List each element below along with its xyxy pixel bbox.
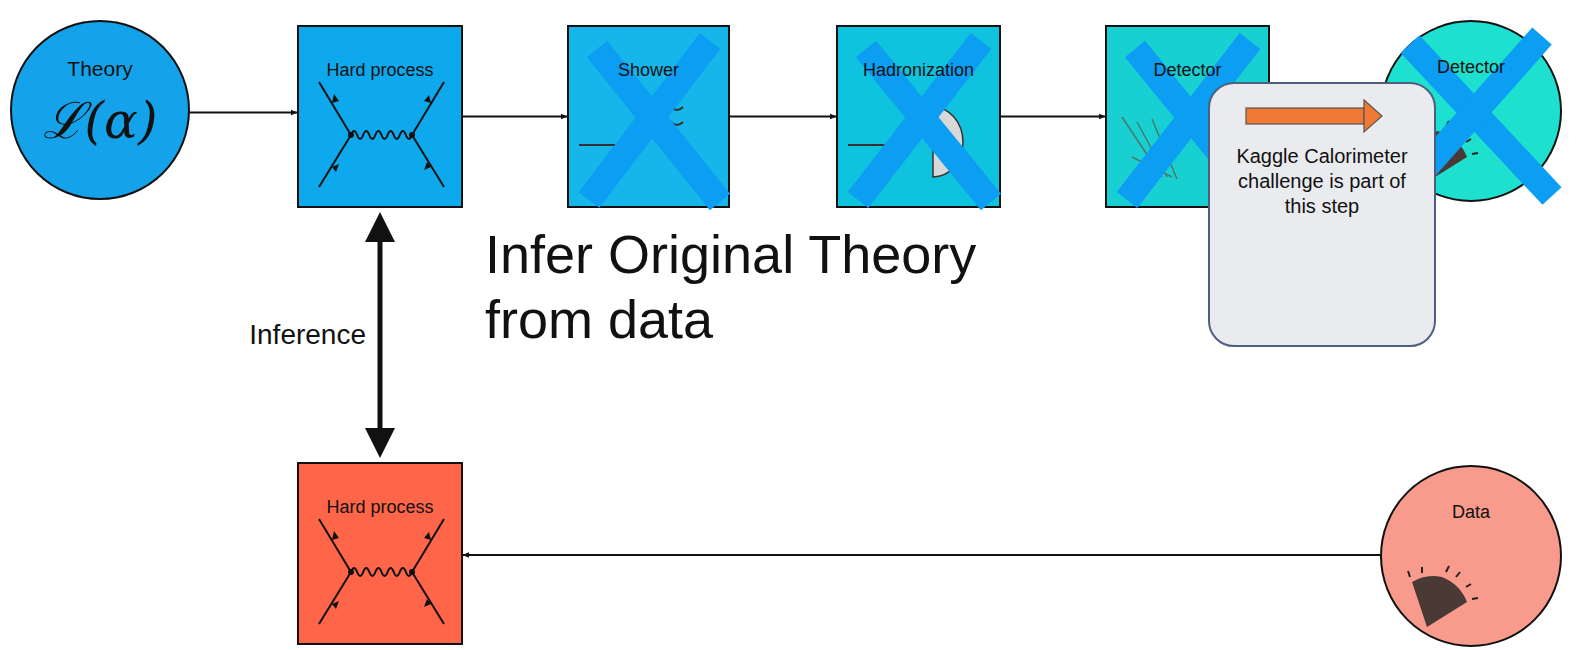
stage-illustration (1382, 467, 1560, 645)
process-box: Hadronization (836, 25, 1001, 208)
node-title: Detector (1392, 56, 1550, 79)
heading-note: Infer Original Theory from data (485, 222, 1085, 352)
process-box: Hard process (297, 462, 463, 645)
flow-arrow (190, 112, 297, 114)
node-title: Hard process (309, 59, 451, 82)
flow-arrow (378, 218, 383, 452)
flow-arrow (1001, 116, 1105, 118)
flow-arrow (463, 116, 567, 118)
flow-arrow (463, 554, 1380, 556)
edge-label: Inference (249, 319, 366, 351)
process-box: Hard process (297, 25, 463, 208)
node-title: Shower (579, 59, 718, 82)
node-title: Hadronization (848, 59, 989, 82)
process-box: Shower (567, 25, 730, 208)
stage-illustration (569, 27, 728, 206)
flow-arrow (730, 116, 836, 118)
node-title: Detector (1117, 59, 1258, 82)
node-title: Hard process (309, 496, 451, 519)
node-title: Theory (22, 56, 178, 82)
node-title: Kaggle Calorimeter challenge is part of … (1220, 144, 1424, 219)
stage-illustration (838, 27, 999, 206)
node-formula: ℒ(α) (22, 90, 178, 153)
stage-illustration (299, 464, 461, 643)
stage-circle: Theoryℒ(α) (10, 20, 190, 200)
stage-illustration (299, 27, 461, 206)
node-title: Data (1392, 501, 1550, 524)
stage-circle: Data (1380, 465, 1562, 647)
callout-box: Kaggle Calorimeter challenge is part of … (1208, 82, 1436, 347)
